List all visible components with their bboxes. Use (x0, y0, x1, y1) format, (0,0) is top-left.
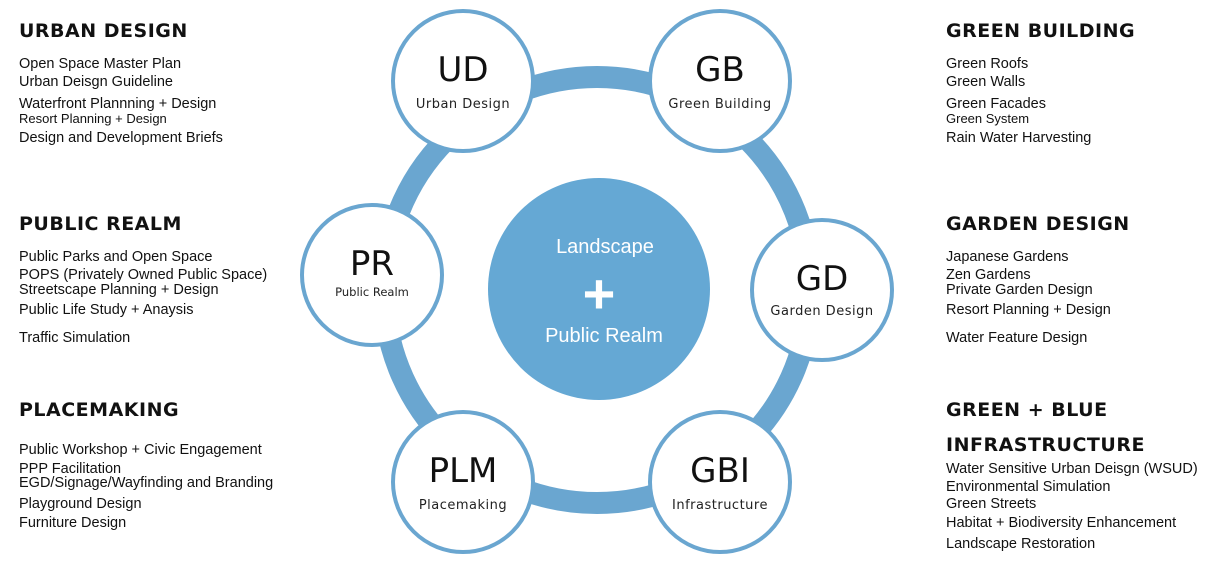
node-infrastructure: GBI Infrastructure (648, 410, 792, 554)
list-item: Rain Water Harvesting (946, 130, 1092, 146)
list-item: Private Garden Design (946, 282, 1093, 298)
list-item: EGD/Signage/Wayfinding and Branding (19, 475, 274, 491)
section-title-line1: GREEN + BLUE (946, 399, 1108, 421)
list-item: Habitat + Biodiversity Enhancement (946, 515, 1177, 531)
node-label: Infrastructure (672, 498, 768, 513)
center-circle (488, 178, 710, 400)
list-item: Resort Planning + Design (946, 302, 1111, 318)
list-item: Public Parks and Open Space (19, 249, 213, 265)
node-label: Public Realm (335, 285, 409, 299)
left-column: URBAN DESIGN Open Space Master Plan Urba… (19, 0, 319, 573)
center-line1: Landscape (556, 236, 654, 258)
node-urban-design: UD Urban Design (391, 9, 535, 153)
list-item: Streetscape Planning + Design (19, 282, 219, 298)
section-title: GREEN BUILDING (946, 20, 1136, 42)
list-item: Green Streets (946, 496, 1037, 512)
list-item: Water Sensitive Urban Deisgn (WSUD) (946, 461, 1198, 477)
section-title: GARDEN DESIGN (946, 213, 1130, 235)
center-line2: Public Realm (545, 325, 663, 347)
node-abbr: GD (796, 259, 849, 299)
list-item: POPS (Privately Owned Public Space) (19, 267, 268, 283)
list-item: Furniture Design (19, 515, 127, 531)
list-item: Environmental Simulation (946, 479, 1111, 495)
list-item: Zen Gardens (946, 267, 1031, 283)
node-garden-design: GD Garden Design (750, 218, 894, 362)
node-label: Urban Design (416, 97, 510, 112)
list-item: Public Workshop + Civic Engagement (19, 442, 262, 458)
list-item: Green Facades (946, 96, 1046, 112)
list-item: Green Walls (946, 74, 1026, 90)
list-item: Resort Planning + Design (19, 111, 167, 126)
list-item: Green Roofs (946, 56, 1029, 72)
section-title: URBAN DESIGN (19, 20, 188, 42)
node-green-building: GB Green Building (648, 9, 792, 153)
section-title-line2: INFRASTRUCTURE (946, 434, 1145, 456)
section-title: PLACEMAKING (19, 399, 180, 421)
node-label: Placemaking (419, 498, 507, 513)
center-plus-icon: + (583, 262, 616, 325)
node-abbr: GBI (690, 451, 750, 491)
list-item: Traffic Simulation (19, 330, 131, 346)
node-abbr: UD (437, 50, 488, 90)
node-label: Garden Design (770, 304, 873, 319)
list-item: Green System (946, 111, 1030, 126)
node-abbr: PLM (429, 451, 498, 491)
list-item: Water Feature Design (946, 330, 1088, 346)
list-item: Waterfront Plannning + Design (19, 96, 217, 112)
node-public-realm: PR Public Realm (300, 203, 444, 347)
list-item: Public Life Study + Anaysis (19, 302, 194, 318)
node-abbr: GB (695, 50, 745, 90)
section-title: PUBLIC REALM (19, 213, 182, 235)
list-item: Open Space Master Plan (19, 56, 182, 72)
right-column: GREEN BUILDING Green Roofs Green Walls G… (946, 0, 1214, 573)
node-abbr: PR (350, 244, 394, 284)
list-item: Design and Development Briefs (19, 130, 223, 146)
list-item: Playground Design (19, 496, 142, 512)
list-item: Landscape Restoration (946, 536, 1096, 552)
node-placemaking: PLM Placemaking (391, 410, 535, 554)
list-item: PPP Facilitation (19, 461, 122, 477)
list-item: Japanese Gardens (946, 249, 1069, 265)
list-item: Urban Deisgn Guideline (19, 74, 173, 90)
node-label: Green Building (668, 97, 771, 112)
